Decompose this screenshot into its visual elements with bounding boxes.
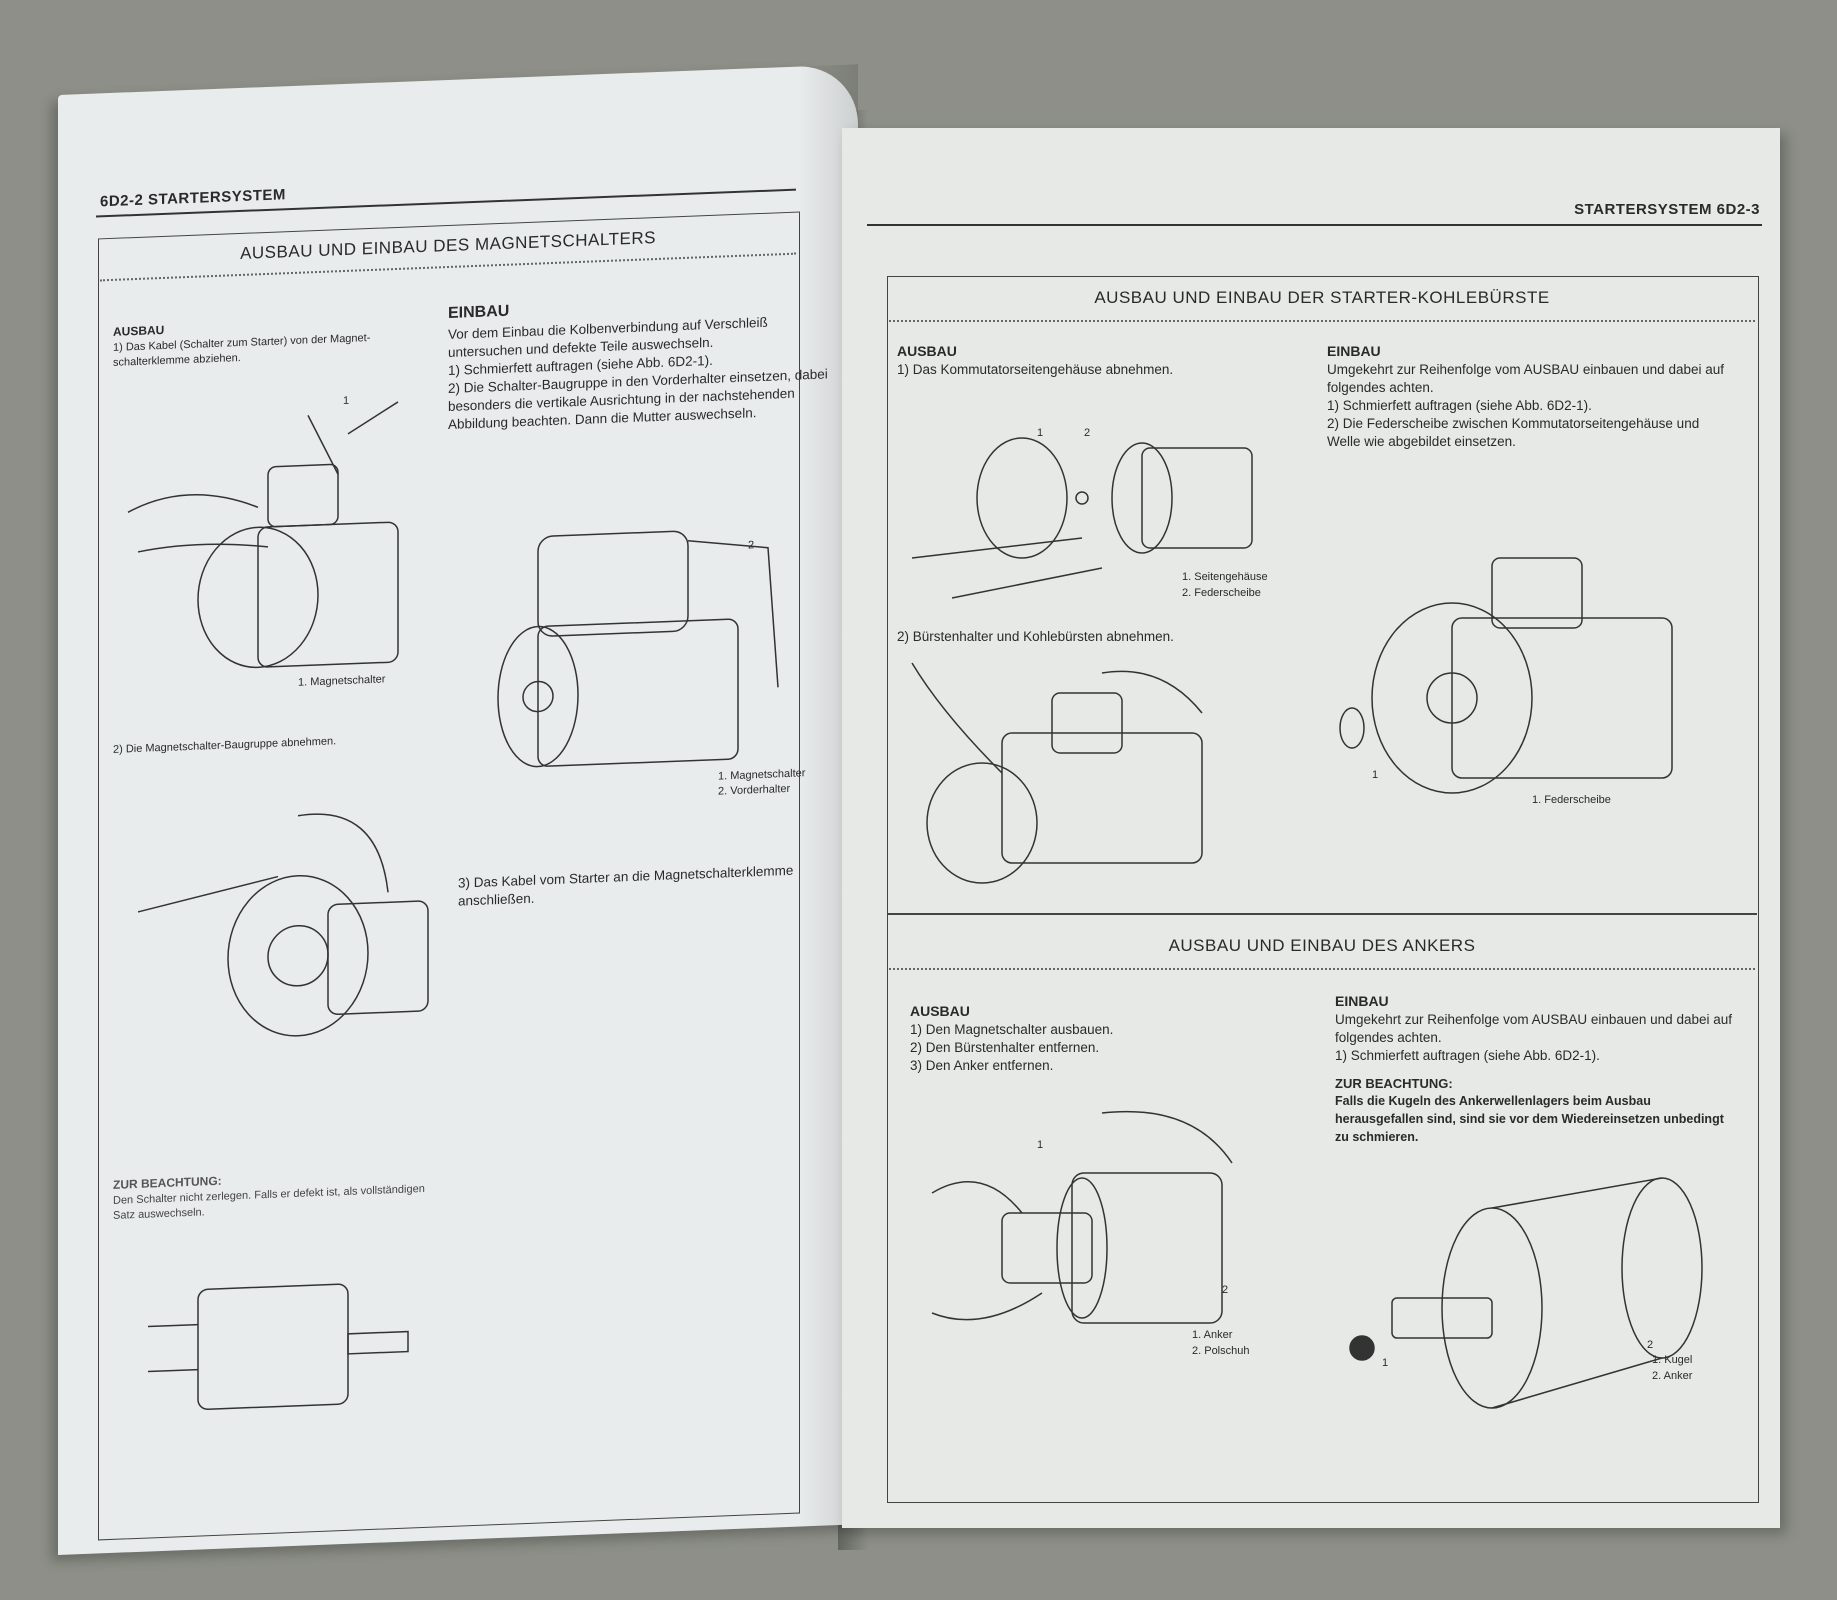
section-box xyxy=(887,276,1759,1503)
einbau-intro: Umgekehrt zur Reihenfolge vom AUSBAU ein… xyxy=(1327,362,1724,395)
armature-removal-illustration xyxy=(922,1103,1252,1373)
commutator-housing-illustration xyxy=(902,388,1272,608)
dotted-divider xyxy=(889,968,1755,970)
section-title: AUSBAU UND EINBAU DES ANKERS xyxy=(1168,936,1476,955)
fig-callout: 1 xyxy=(1037,427,1044,439)
einbau-step-1: 1) Schmierfett auftragen (siehe Abb. 6D2… xyxy=(1327,398,1592,413)
right-page: STARTERSYSTEM 6D2-3 AUSBAU UND EINBAU DE… xyxy=(842,128,1780,1528)
spring-washer-installation-illustration xyxy=(1322,498,1692,828)
fig-legend: 2. Polschuh xyxy=(1192,1345,1250,1357)
ausbau-heading: AUSBAU xyxy=(897,343,957,359)
einbau-heading: EINBAU xyxy=(1335,993,1389,1009)
brush-holder-removal-illustration xyxy=(902,653,1232,893)
fig-callout: 2 xyxy=(1647,1339,1654,1351)
fig-callout: 2 xyxy=(1222,1284,1229,1296)
solenoid-installation-illustration xyxy=(478,486,808,829)
section-divider xyxy=(888,913,1757,915)
fig-legend: 2. Vorderhalter xyxy=(718,782,791,798)
ausbau-heading: AUSBAU xyxy=(910,1003,970,1019)
fig-legend: 2. Anker xyxy=(1652,1370,1693,1382)
fig-legend: 1. Federscheibe xyxy=(1532,794,1611,806)
einbau-intro: Umgekehrt zur Reihenfolge vom AUSBAU ein… xyxy=(1335,1012,1732,1045)
einbau-step-1: 1) Schmierfett auftragen (siehe Abb. 6D2… xyxy=(1335,1048,1600,1063)
page-header: STARTERSYSTEM 6D2-3 xyxy=(1574,201,1760,218)
fig-callout: 1 xyxy=(1382,1357,1389,1369)
ausbau-step-2: 2) Bürstenhalter und Kohlebürsten abnehm… xyxy=(897,629,1174,644)
fig-callout: 2 xyxy=(1084,427,1091,439)
fig-callout: 2 xyxy=(748,539,755,552)
ausbau-step: 3) Den Anker entfernen. xyxy=(910,1058,1054,1073)
header-rule xyxy=(867,224,1762,226)
solenoid-assembly-removal-illustration xyxy=(118,780,448,1083)
ausbau-step: 1) Den Magnetschalter ausbauen. xyxy=(910,1022,1114,1037)
einbau-heading: EINBAU xyxy=(1327,343,1381,359)
fig-legend: 1. Anker xyxy=(1192,1329,1233,1341)
page-header: 6D2-2 STARTERSYSTEM xyxy=(100,186,286,211)
section-title: AUSBAU UND EINBAU DER STARTER-KOHLEBÜRST… xyxy=(1094,288,1550,307)
ausbau-heading: AUSBAU xyxy=(113,322,165,339)
note-text: Falls die Kugeln des Ankerwellenlagers b… xyxy=(1335,1094,1724,1144)
fig-legend: 2. Federscheibe xyxy=(1182,587,1261,599)
fig-legend: 1. Seitengehäuse xyxy=(1182,571,1268,583)
solenoid-removal-illustration xyxy=(108,390,448,693)
einbau-step-2: 2) Die Federscheibe zwischen Kommutators… xyxy=(1327,416,1700,449)
fig-callout: 1 xyxy=(1037,1139,1044,1151)
left-page: 6D2-2 STARTERSYSTEM AUSBAU UND EINBAU DE… xyxy=(58,64,858,1556)
note-heading: ZUR BEACHTUNG: xyxy=(1335,1076,1453,1091)
dotted-divider xyxy=(889,320,1755,322)
solenoid-switch-illustration xyxy=(138,1261,418,1432)
fig-legend: 1. Kugel xyxy=(1652,1354,1693,1366)
ausbau-step: 2) Den Bürstenhalter entfernen. xyxy=(910,1040,1100,1055)
armature-illustration xyxy=(1332,1158,1712,1438)
ausbau-step-1: 1) Das Kommutatorseitengehäuse abnehmen. xyxy=(897,362,1174,377)
fig-callout: 1 xyxy=(1372,769,1379,781)
fig-callout: 1 xyxy=(343,394,350,408)
einbau-heading: EINBAU xyxy=(448,302,510,323)
